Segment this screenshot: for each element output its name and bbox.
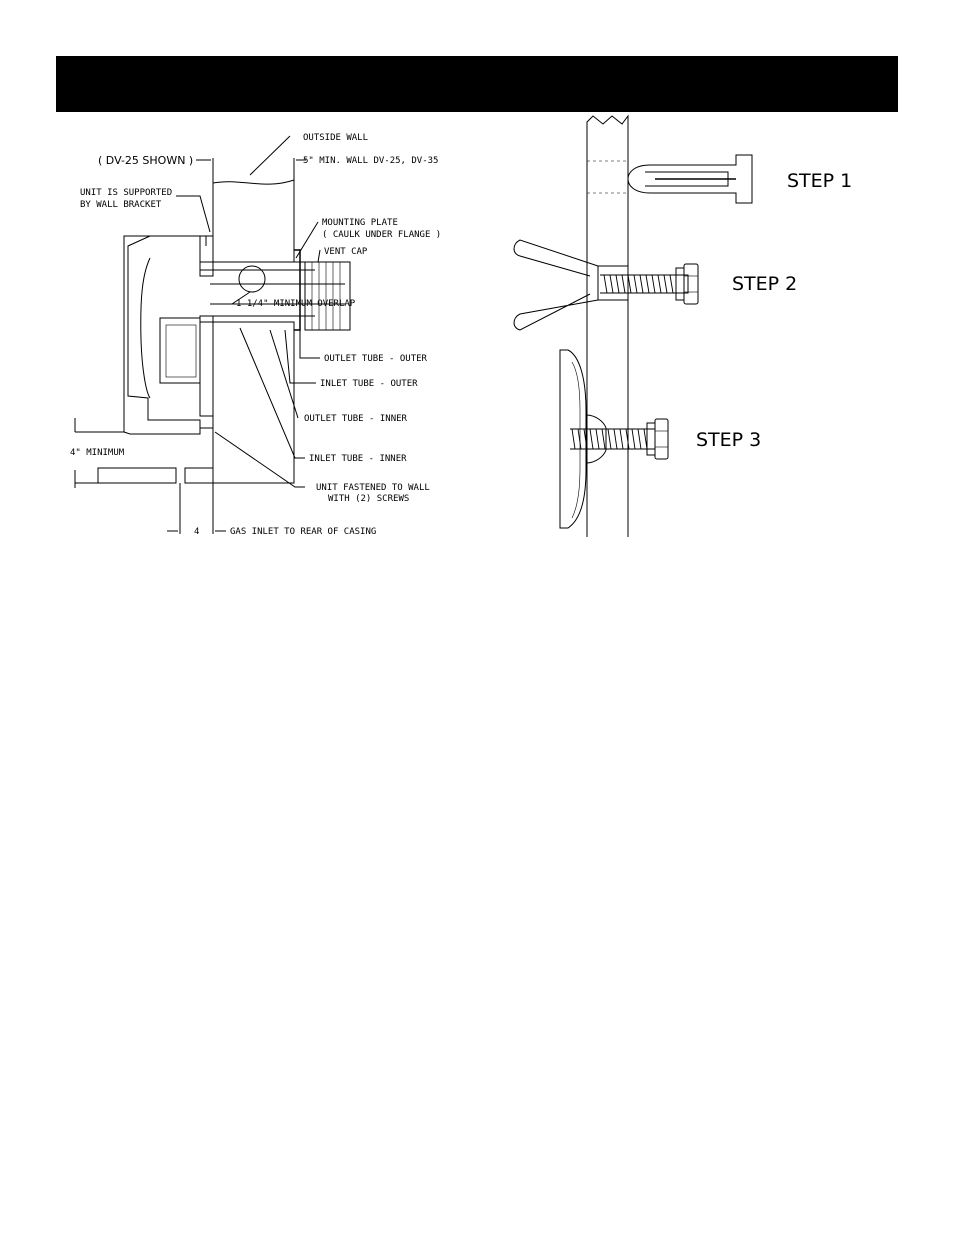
label-outside-wall: OUTSIDE WALL: [303, 133, 368, 143]
vent-cap: [304, 261, 351, 331]
label-unit-supported-2: BY WALL BRACKET: [80, 200, 162, 210]
step1-anchor: [627, 154, 753, 204]
label-gas-inlet: GAS INLET TO REAR OF CASING: [230, 527, 376, 537]
anchor-steps-diagram: STEP 1 STEP 2: [513, 114, 852, 537]
label-four-minimum: 4" MINIMUM: [70, 448, 125, 458]
label-fastened-2: WITH (2) SCREWS: [328, 494, 409, 504]
wall-section-diagram: ( DV-25 SHOWN ) OUTSIDE WALL 5" MIN. WAL…: [70, 133, 441, 537]
step1-label: STEP 1: [787, 170, 852, 192]
header-bar: [56, 56, 898, 112]
label-unit-supported-1: UNIT IS SUPPORTED: [80, 188, 172, 198]
overlap-detail-circle: [238, 265, 266, 293]
label-four: 4: [194, 527, 199, 537]
label-fastened-1: UNIT FASTENED TO WALL: [316, 483, 430, 493]
step3-bracket-screw: [559, 349, 669, 529]
label-outlet-outer: OUTLET TUBE - OUTER: [324, 354, 428, 364]
label-vent-cap: VENT CAP: [324, 247, 368, 257]
label-mounting-plate-2: ( CAULK UNDER FLANGE ): [322, 230, 441, 240]
step3-label: STEP 3: [696, 429, 761, 451]
label-mounting-plate-1: MOUNTING PLATE: [322, 218, 398, 228]
label-min-wall: 5" MIN. WALL DV-25, DV-35: [303, 156, 438, 166]
label-outlet-inner: OUTLET TUBE - INNER: [304, 414, 408, 424]
label-inlet-outer: INLET TUBE - OUTER: [320, 379, 418, 389]
step2-anchor-screw: [513, 239, 699, 331]
model-note: ( DV-25 SHOWN ): [98, 154, 193, 167]
label-overlap: 1 1/4" MINIMUM OVERLAP: [236, 299, 356, 309]
step2-label: STEP 2: [732, 273, 797, 295]
label-inlet-inner: INLET TUBE - INNER: [309, 454, 407, 464]
